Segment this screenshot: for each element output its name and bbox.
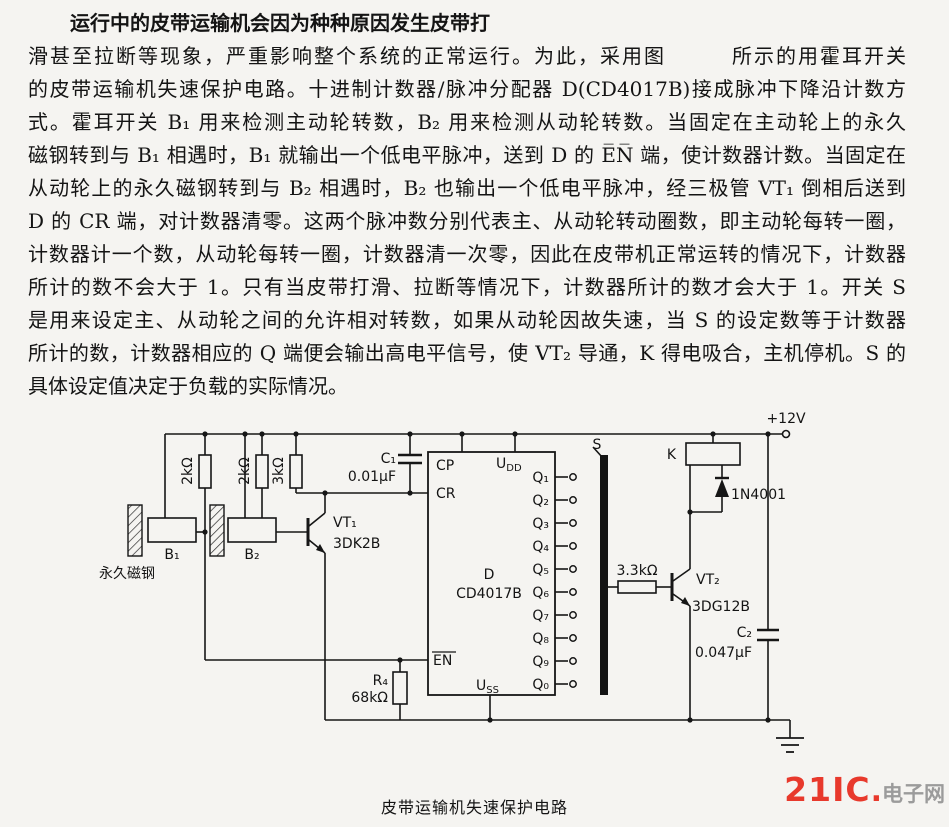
resistor-r2-label: 2kΩ [237, 457, 253, 485]
resistor-r3 [289, 454, 303, 489]
transistor-vt1-part: 3DK2B [333, 536, 380, 552]
watermark-brand: 21IC [784, 770, 871, 809]
chip-pin-q2-label: Q₂ [532, 493, 549, 509]
ground-symbol [776, 737, 804, 753]
transistor-vt2-name: VT₂ [696, 572, 720, 588]
chip-designator: D [484, 567, 495, 583]
resistor-r3-label: 3kΩ [271, 457, 287, 485]
chip-pin-cr-label: CR [436, 486, 456, 502]
magnet-label: 永久磁钢 [99, 566, 155, 582]
chip-part-number: CD4017B [456, 586, 522, 602]
circuit-diagram: +12V 2kΩ 2kΩ 3kΩ C₁ 0.01μF CP UDD CR D C… [99, 411, 806, 753]
chip-pin-uss-label: USS [476, 678, 499, 696]
paragraph-line: 是用来设定主、从动轮之间的允许相对转数，如果从动轮因故失速，当 S 的设定数等于… [28, 308, 906, 332]
resistor-r4 [392, 671, 408, 705]
capacitor-c1-name: C₁ [381, 451, 396, 467]
transistor-vt1-name: VT₁ [333, 515, 357, 531]
chip-pin-q0-label: Q₀ [532, 677, 549, 693]
paragraph-line: 计数器计一个数，从动轮每转一圈，计数器清一次零，因此在皮带机正常运转的情况下，计… [28, 242, 906, 266]
hall-b1-label: B₁ [164, 547, 179, 563]
paragraph-line: 式。霍耳开关 B₁ 用来检测主动轮转数，B₂ 用来检测从动轮转数。当固定在主动轮… [28, 110, 906, 134]
site-watermark: 21IC.电子网 [784, 770, 945, 809]
chip-pin-q9-label: Q₉ [532, 654, 549, 670]
switch-contacts [569, 473, 577, 688]
capacitor-c1 [398, 453, 422, 465]
switch-s-label: S [593, 437, 602, 453]
selector-switch-s [600, 455, 608, 695]
watermark-site: 电子网 [882, 782, 945, 806]
capacitor-c2-value: 0.047μF [695, 645, 752, 661]
resistor-r5-label: 3.3kΩ [616, 563, 657, 579]
resistor-r1-label: 2kΩ [180, 457, 196, 485]
chip-pin-q4-label: Q₄ [532, 539, 549, 555]
resistor-r2 [255, 454, 269, 489]
diode-1n4001 [715, 476, 729, 497]
article-paragraph: 运行中的皮带运输机会因为种种原因发生皮带打 滑甚至拉断等现象，严重影响整个系统的… [28, 7, 906, 403]
chip-pin-en-label: EN [433, 653, 452, 669]
supply-label: +12V [766, 411, 806, 427]
chip-pin-q6-label: Q₆ [532, 585, 549, 601]
capacitor-c2 [757, 628, 779, 642]
chip-pin-cp-label: CP [436, 458, 454, 474]
transistor-vt2 [670, 573, 690, 606]
paragraph-line: 所计的数，计数器相应的 Q 端便会输出高电平信号，使 VT₂ 导通，K 得电吸合… [28, 341, 906, 365]
figure-caption: 皮带运输机失速保护电路 [380, 798, 568, 817]
chip-pin-q5-label: Q₅ [532, 562, 549, 578]
capacitor-c1-value: 0.01μF [348, 469, 396, 485]
wires [164, 433, 791, 738]
supply-terminal [781, 429, 791, 439]
chip-pin-q1-label: Q₁ [532, 470, 549, 486]
watermark-dot: . [870, 774, 882, 809]
relay-k-label: K [667, 447, 677, 463]
junction-dots [202, 431, 771, 723]
magnet-m2 [209, 504, 225, 557]
paragraph-line: D 的 CR 端，对计数器清零。这两个脉冲数分别代表主、从动轮转动圈数，即主动轮… [28, 209, 906, 233]
chip-pin-q3-label: Q₃ [532, 516, 549, 532]
diode-label: 1N4001 [731, 487, 786, 503]
relay-k [685, 442, 741, 466]
paragraph-line: 所计的数不会大于 1。只有当皮带打滑、拉断等情况下，计数器所计的数才会大于 1。… [28, 275, 906, 299]
hall-switch-b1 [147, 517, 197, 543]
chip-pin-udd-label: UDD [496, 456, 522, 474]
transistor-vt1 [306, 518, 325, 553]
resistor-r4-name: R₄ [373, 673, 389, 689]
paragraph-line: 的皮带运输机失速保护电路。十进制计数器/脉冲分配器 D(CD4017B)接成脉冲… [28, 77, 906, 101]
transistor-vt2-part: 3DG12B [692, 599, 750, 615]
magnet-m1 [127, 504, 143, 557]
hall-switch-b2 [227, 517, 277, 543]
chip-pin-q8-label: Q₈ [532, 631, 549, 647]
paragraph-line: 滑甚至拉断等现象，严重影响整个系统的正常运行。为此，采用图 所示的用霍耳开关 [28, 44, 906, 68]
resistor-r5 [617, 580, 657, 594]
paragraph-line: 磁钢转到与 B₁ 相遇时，B₁ 就输出一个低电平脉冲，送到 D 的 E̅N̅ 端… [28, 143, 906, 167]
capacitor-c2-name: C₂ [737, 625, 752, 641]
ic-cd4017b [427, 451, 556, 696]
chip-pin-q7-label: Q₇ [532, 608, 549, 624]
paragraph-line: 具体设定值决定于负载的实际情况。 [28, 374, 348, 398]
resistor-r1 [198, 454, 212, 489]
paragraph-line: 运行中的皮带运输机会因为种种原因发生皮带打 [70, 11, 490, 35]
paragraph-line: 从动轮上的永久磁钢转到与 B₂ 相遇时，B₂ 也输出一个低电平脉冲，经三极管 V… [28, 176, 906, 200]
resistor-r4-value: 68kΩ [351, 690, 388, 706]
hall-b2-label: B₂ [244, 547, 259, 563]
